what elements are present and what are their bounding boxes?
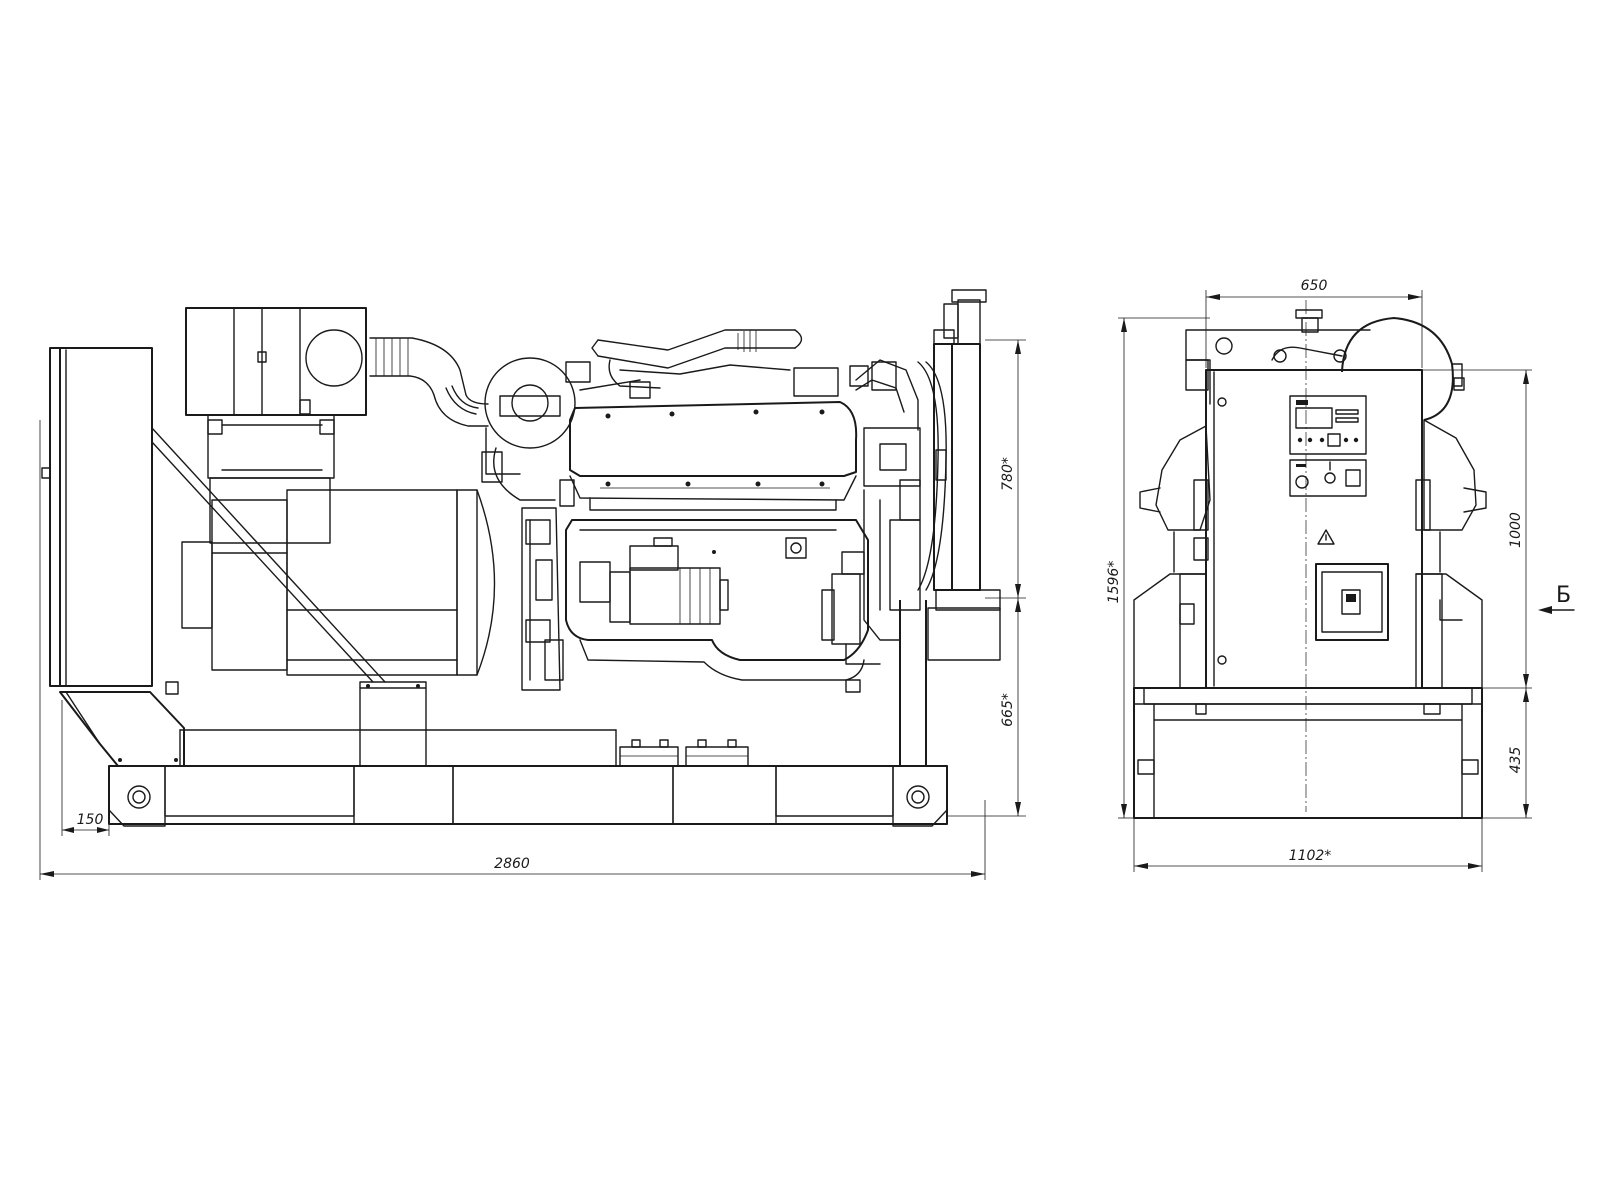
switch-panel [1289, 459, 1367, 497]
lifting-hole-left [127, 785, 151, 809]
side-dimensions: 2860 150 780* 665* [39, 339, 1026, 880]
warning-icon [1317, 529, 1335, 545]
batteries [619, 739, 749, 767]
dim-frame-offset: 150 [77, 812, 104, 828]
dim-lower-height: 665* [1000, 693, 1016, 727]
front-sides [1133, 573, 1483, 689]
breaker-box [1315, 563, 1389, 641]
top-pipes [565, 329, 803, 399]
controller-panel [1289, 395, 1367, 455]
air-filter [185, 307, 367, 479]
view-marker: Б [1538, 583, 1575, 614]
radiator [933, 289, 1001, 611]
dim-upper-height: 780* [1000, 457, 1016, 491]
base-frame [108, 729, 948, 827]
front-base [1133, 687, 1483, 819]
lifting-hole-right [906, 785, 930, 809]
front-view [1133, 300, 1487, 819]
side-view [41, 289, 1001, 827]
dim-overall-height: 1596* [1106, 561, 1122, 604]
front-engine [1139, 309, 1487, 573]
front-dimensions: 650 1596* 1000 435 1102* Б [1106, 278, 1575, 872]
dim-cabinet-width: 650 [1301, 278, 1328, 294]
engine-block [559, 401, 869, 661]
dim-base-height: 435 [1508, 747, 1524, 774]
dim-cabinet-height: 1000 [1508, 512, 1524, 548]
starter-motor [579, 537, 729, 625]
front-cabinet [41, 347, 185, 767]
alternator [181, 477, 496, 676]
pedestal [359, 681, 427, 767]
engine-front [793, 359, 947, 665]
dim-overall-length: 2860 [494, 856, 530, 872]
view-marker-label: Б [1556, 583, 1571, 608]
flywheel-housing [521, 507, 564, 691]
turbocharger [481, 357, 576, 501]
oil-sump [579, 639, 865, 693]
control-cabinet [1205, 369, 1423, 689]
diagonal-brace [151, 427, 386, 683]
intake-duct [369, 337, 489, 427]
dim-overall-width: 1102* [1289, 848, 1332, 864]
radiator-support [899, 600, 1001, 766]
